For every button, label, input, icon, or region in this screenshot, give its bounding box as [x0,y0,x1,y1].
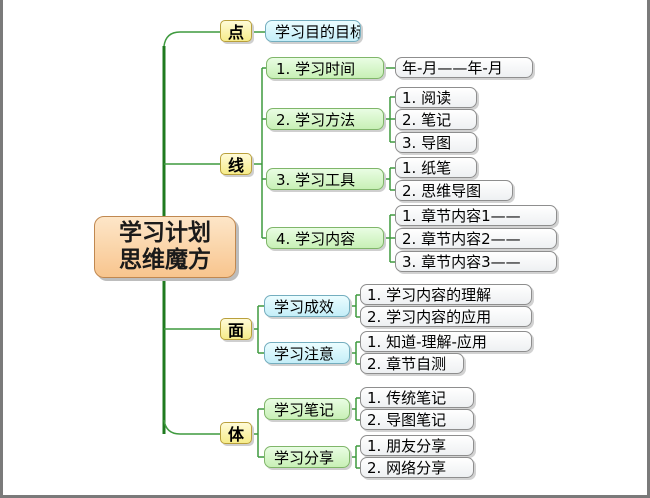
goal-node[interactable]: 学习目的目标 [265,20,361,42]
tool-mindmap-node[interactable]: 2. 思维导图 [395,180,513,201]
effect-apply-node[interactable]: 2. 学习内容的应用 [360,306,532,327]
method-links [384,96,395,143]
share-online-node[interactable]: 2. 网络分享 [360,457,474,478]
branch-dian-node[interactable]: 点 [220,20,252,42]
xian-ticks [262,67,266,239]
tool-links [384,167,395,191]
root-title-line1: 学习计划 [119,220,211,246]
study-method-node[interactable]: 2. 学习方法 [266,108,384,130]
method-map-node[interactable]: 3. 导图 [395,132,477,153]
learning-effect-node[interactable]: 学习成效 [264,295,350,317]
notice-links [350,341,360,365]
branch-ti-node[interactable]: 体 [220,422,252,444]
share-friends-node[interactable]: 1. 朋友分享 [360,435,474,456]
time-range-node[interactable]: 年-月——年-月 [395,57,533,78]
notes-traditional-node[interactable]: 1. 传统笔记 [360,387,474,408]
learning-notice-node[interactable]: 学习注意 [264,342,350,364]
branch-xian-node[interactable]: 线 [220,153,252,175]
content-links [384,214,395,263]
mian-links [252,305,264,354]
notes-mindmap-node[interactable]: 2. 导图笔记 [360,409,474,430]
trunk-to-ti [163,419,220,435]
share-links [350,445,360,469]
method-read-node[interactable]: 1. 阅读 [395,87,477,108]
study-content-node[interactable]: 4. 学习内容 [266,227,384,249]
content-chapter2-node[interactable]: 2. 章节内容2—— [395,228,557,249]
content-chapter3-node[interactable]: 3. 章节内容3—— [395,251,557,272]
root-title-line2: 思维魔方 [119,247,211,273]
trunk-to-dian [163,31,220,47]
effect-links [350,294,360,318]
study-share-node[interactable]: 学习分享 [264,446,350,468]
branch-mian-node[interactable]: 面 [220,318,252,340]
study-tool-node[interactable]: 3. 学习工具 [266,168,384,190]
notice-know-node[interactable]: 1. 知道-理解-应用 [360,331,532,352]
study-notes-node[interactable]: 学习笔记 [264,398,350,420]
root-node[interactable]: 学习计划 思维魔方 [94,216,236,278]
effect-understand-node[interactable]: 1. 学习内容的理解 [360,284,532,305]
tool-pen-node[interactable]: 1. 纸笔 [395,157,477,178]
notes-links [350,397,360,421]
ti-links [252,408,264,458]
study-time-node[interactable]: 1. 学习时间 [266,57,384,79]
method-notes-node[interactable]: 2. 笔记 [395,109,477,130]
content-chapter1-node[interactable]: 1. 章节内容1—— [395,205,557,226]
notice-selftest-node[interactable]: 2. 章节自测 [360,353,464,374]
